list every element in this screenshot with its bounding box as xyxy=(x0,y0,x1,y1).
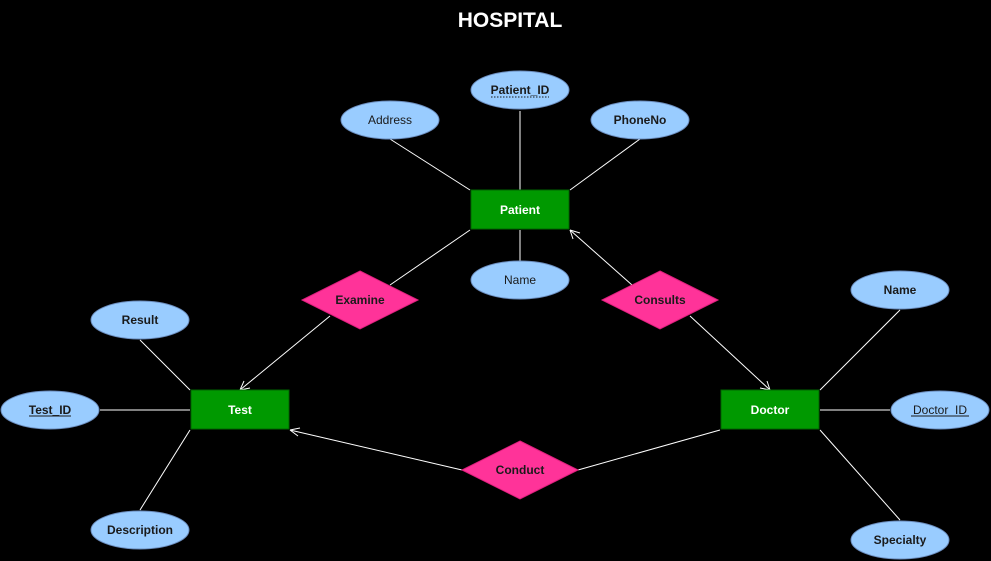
diagram-title: HOSPITAL xyxy=(458,9,563,32)
connector-lines xyxy=(100,111,901,521)
svg-text:PhoneNo: PhoneNo xyxy=(614,113,667,127)
svg-text:Examine: Examine xyxy=(335,293,385,307)
svg-text:Patient: Patient xyxy=(500,203,540,217)
svg-text:Doctor: Doctor xyxy=(751,403,790,417)
line-doctor-specialty xyxy=(819,429,901,521)
svg-text:Result: Result xyxy=(122,313,159,327)
svg-text:Conduct: Conduct xyxy=(496,463,545,477)
relationship-examine: Examine xyxy=(300,270,420,330)
line-patient-consults xyxy=(569,229,633,286)
crows-foot-patient-consults xyxy=(569,229,581,240)
attribute-specialty: Specialty xyxy=(850,520,950,560)
attribute-patient-name: Name xyxy=(470,260,570,300)
svg-text:Name: Name xyxy=(504,273,536,287)
svg-text:Name: Name xyxy=(884,283,917,297)
entity-test: Test xyxy=(190,389,290,430)
relationship-conduct: Conduct xyxy=(460,440,580,500)
svg-text:Address: Address xyxy=(368,113,412,127)
line-patient-examine xyxy=(389,229,471,286)
svg-text:Patient_ID: Patient_ID xyxy=(491,83,550,97)
attribute-description: Description xyxy=(90,510,190,550)
svg-text:Specialty: Specialty xyxy=(874,533,927,547)
line-test-description xyxy=(139,429,191,511)
crows-foot-test-conduct xyxy=(289,427,301,437)
line-patient-address xyxy=(389,138,471,191)
attribute-patient-id: Patient_ID xyxy=(470,70,570,110)
line-test-conduct xyxy=(289,429,463,471)
svg-text:Description: Description xyxy=(107,523,173,537)
svg-text:Consults: Consults xyxy=(634,293,686,307)
line-consults-doctor xyxy=(689,315,771,391)
svg-text:Test_ID: Test_ID xyxy=(29,403,72,417)
line-test-result xyxy=(139,339,191,391)
line-examine-test xyxy=(239,315,331,391)
attribute-doctor-name: Name xyxy=(850,270,950,310)
attribute-test-id: Test_ID xyxy=(0,390,100,430)
svg-text:Doctor_ID: Doctor_ID xyxy=(913,403,967,417)
svg-text:Test: Test xyxy=(228,403,252,417)
attribute-result: Result xyxy=(90,300,190,340)
line-conduct-doctor xyxy=(577,429,721,471)
line-doctor-name xyxy=(819,309,901,391)
entity-doctor: Doctor xyxy=(720,389,820,430)
relationship-consults: Consults xyxy=(600,270,720,330)
attribute-doctor-id: Doctor_ID xyxy=(890,390,990,430)
line-patient-phone xyxy=(569,138,641,191)
crows-foot-markers xyxy=(239,229,771,437)
attribute-address: Address xyxy=(340,100,440,140)
entity-patient: Patient xyxy=(470,189,570,230)
attribute-phone-no: PhoneNo xyxy=(590,100,690,140)
